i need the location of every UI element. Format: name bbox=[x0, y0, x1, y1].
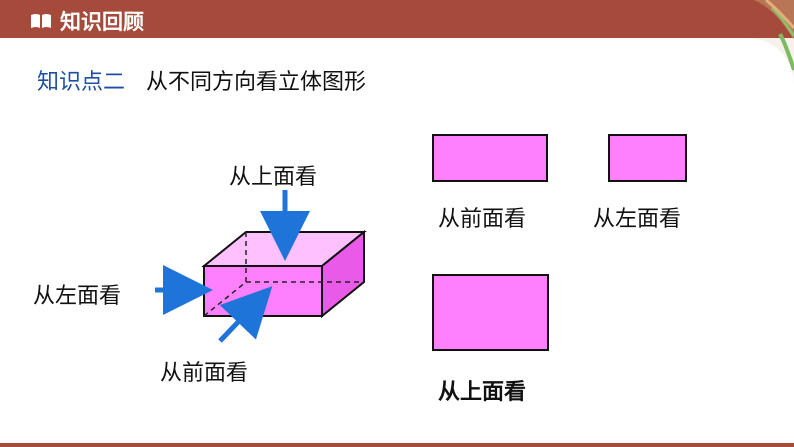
bottom-accent-strip bbox=[0, 443, 794, 447]
content-panel bbox=[0, 38, 794, 447]
top-view-label: 从上面看 bbox=[438, 380, 527, 405]
front-view-rect bbox=[432, 134, 548, 182]
left-view-rect bbox=[608, 134, 687, 182]
header-title: 知识回顾 bbox=[60, 10, 144, 34]
figure-label-top: 从上面看 bbox=[229, 165, 318, 190]
figure-label-left: 从左面看 bbox=[33, 284, 122, 309]
knowledge-point-label: 知识点二 bbox=[37, 70, 126, 95]
left-view-label: 从左面看 bbox=[593, 207, 682, 232]
cuboid-front-face bbox=[203, 265, 323, 317]
top-view-rect bbox=[432, 274, 549, 351]
section-title: 从不同方向看立体图形 bbox=[146, 70, 367, 95]
header-title-wrap: 知识回顾 bbox=[30, 6, 144, 36]
figure-label-front: 从前面看 bbox=[160, 361, 249, 386]
front-arrow bbox=[218, 286, 273, 343]
header-bar: 知识回顾 bbox=[0, 0, 794, 38]
section-heading: 知识点二 从不同方向看立体图形 bbox=[37, 64, 366, 96]
book-icon bbox=[31, 14, 51, 28]
front-view-label: 从前面看 bbox=[438, 207, 527, 232]
